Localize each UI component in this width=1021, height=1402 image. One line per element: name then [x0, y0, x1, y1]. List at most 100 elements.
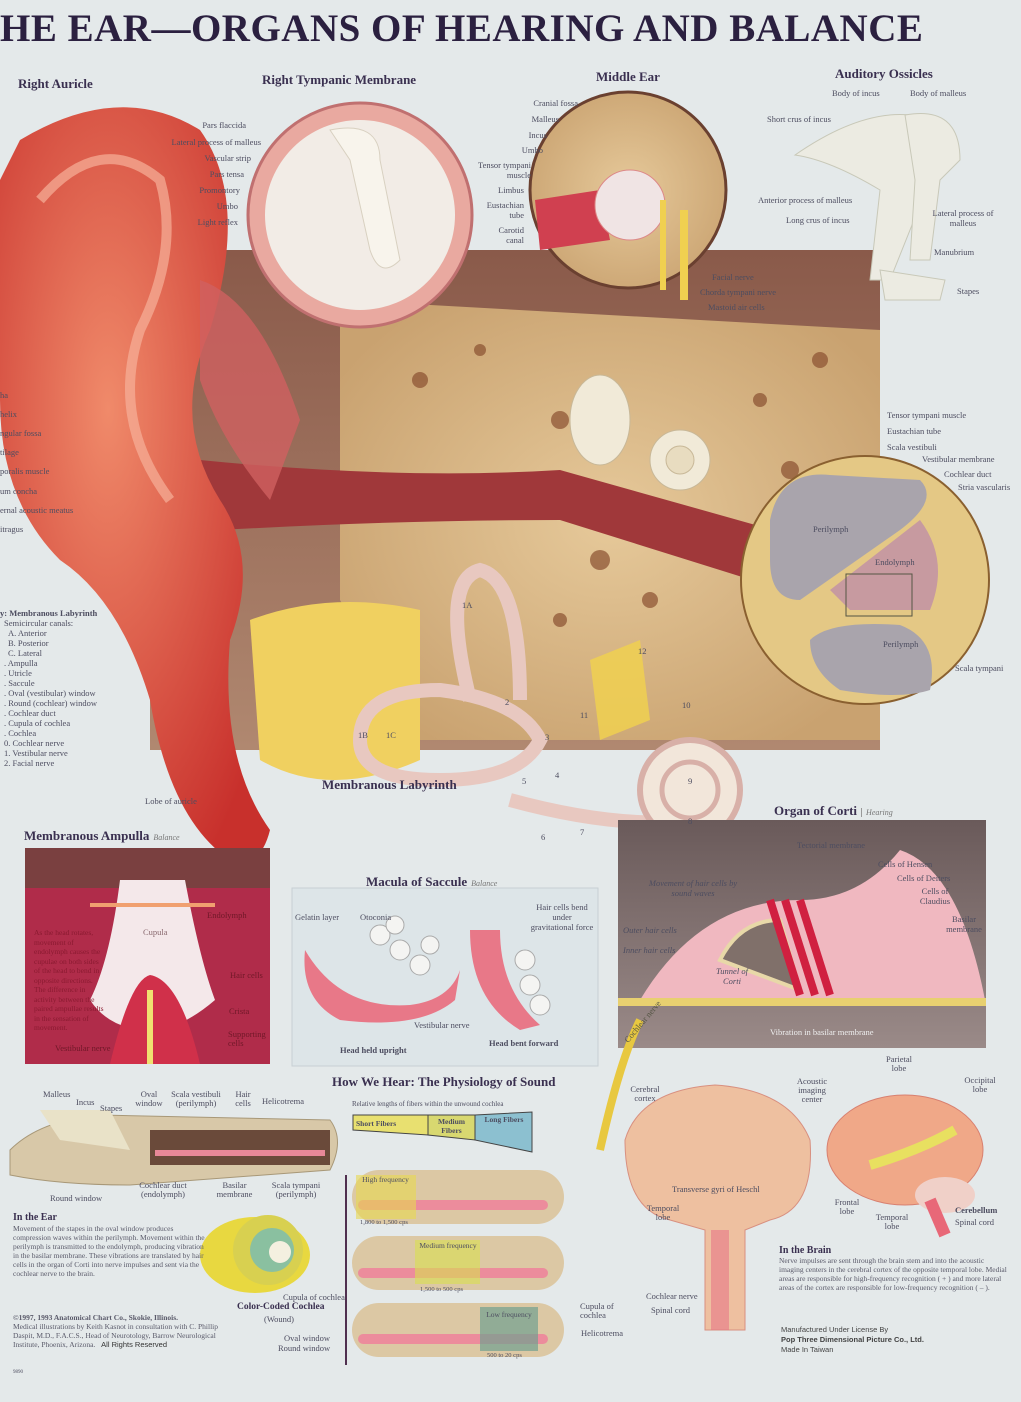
macula-title-text: Macula of Saccule: [366, 874, 468, 889]
corti-label: Basilar membrane: [946, 914, 982, 934]
brain-label: Parietal lobe: [886, 1054, 912, 1073]
ossicles-drawing: [793, 113, 961, 301]
ampulla-label: Cupula: [143, 927, 168, 937]
in-ear-text: Movement of the stapes in the oval windo…: [13, 1224, 205, 1278]
corti-label: Inner hair cells: [623, 945, 676, 955]
brain-text: Nerve impulses are sent through the brai…: [779, 1256, 1007, 1292]
key-item: . Round (cochlear) window: [4, 698, 98, 708]
corti-label: Vibration in basilar membrane: [770, 1027, 874, 1037]
fiber-long-label: Long Fibers: [484, 1115, 524, 1124]
ossicle-label: Body of malleus: [910, 88, 967, 98]
fiber-short-label: Short Fibers: [356, 1119, 397, 1128]
auricle-label: ngular fossa: [0, 428, 42, 438]
copyright-block: ©1997, 1993 Anatomical Chart Co., Skokie…: [13, 1313, 218, 1349]
maker-line: Pop Three Dimensional Picture Co., Ltd.: [781, 1335, 924, 1344]
in-ear-label: Hair cells: [235, 1089, 251, 1108]
labyrinth-number: 3: [545, 732, 550, 742]
ampulla-tag: Balance: [153, 833, 180, 842]
in-ear-label: Malleus: [43, 1089, 71, 1099]
key-item: Semicircular canals:: [4, 618, 74, 628]
macula-caption: Head held upright: [340, 1045, 407, 1055]
corti-label: Outer hair cells: [623, 925, 677, 935]
tympanic-label: Pars tensa: [209, 169, 244, 179]
cochlea-label: Stria vascularis: [958, 482, 1011, 492]
middle-ear-label: Incus: [528, 130, 547, 140]
labyrinth-number: 1B: [358, 730, 368, 740]
labyrinth-number: 9: [688, 776, 693, 786]
macula-caption: Head bent forward: [489, 1038, 559, 1048]
color-cochlea-sub: (Wound): [264, 1314, 295, 1324]
key-item: . Utricle: [4, 668, 32, 678]
ossicle-label: Long crus of incus: [786, 215, 850, 225]
brain-label: Transverse gyri of Heschl: [672, 1184, 760, 1194]
middle-ear-label: Tensor tympani muscle: [478, 160, 531, 180]
in-ear-label: Cochlear duct (endolymph): [139, 1180, 187, 1199]
cochlea-label: Scala tympani: [955, 663, 1004, 673]
corti-title-text: Organ of Corti: [774, 803, 858, 818]
corti-label: Cells of Deiters: [897, 873, 951, 883]
ossicle-label: Manubrium: [934, 247, 975, 257]
ampulla-text: As the head rotates, movement of endolym…: [34, 928, 104, 1032]
in-ear-label: Incus: [76, 1097, 95, 1107]
labyrinth-number: 1A: [462, 600, 473, 610]
auricle-label: helix: [0, 409, 17, 419]
corti-label: Tectorial membrane: [797, 840, 866, 850]
cochlea-label: Cochlear duct: [944, 469, 992, 479]
macula-tag: Balance: [471, 879, 498, 888]
cochlea-label: Tensor tympani muscle: [887, 410, 967, 420]
labyrinth-number: 10: [682, 700, 691, 710]
brain-label: Frontal lobe: [834, 1197, 860, 1216]
macula-label: Otoconia: [360, 912, 392, 922]
labyrinth-number: 5: [522, 776, 527, 786]
tympanic-title: Right Tympanic Membrane: [262, 72, 417, 87]
coronal-brain: [624, 1084, 811, 1331]
auricle-label: ha: [0, 390, 9, 400]
brain-label: Cerebellum: [955, 1205, 998, 1215]
labyrinth-number: 7: [580, 827, 585, 837]
brain-label: Spinal cord: [651, 1305, 690, 1315]
in-ear-label: Round window: [50, 1193, 103, 1203]
ossicle-label: Anterior process of malleus: [758, 195, 853, 205]
key-item: . Cupula of cochlea: [4, 718, 71, 728]
middle-ear-label: Umbo: [521, 145, 543, 155]
tympanic-label: Light reflex: [197, 217, 238, 227]
brain-title: In the Brain: [779, 1245, 832, 1256]
endolymph-label: Endolymph: [875, 557, 915, 567]
band-range: 500 to 20 cps: [487, 1352, 522, 1359]
auricle-label: poralis muscle: [0, 466, 50, 476]
corti-label: Tunnel of Corti: [716, 966, 748, 986]
labyrinth-number: 6: [541, 832, 546, 842]
ossicle-label: Short crus of incus: [767, 114, 831, 124]
brain-label: Spinal cord: [955, 1217, 994, 1227]
in-ear-label: Scala tympani (perilymph): [271, 1180, 321, 1199]
band-range: 1,800 to 1,500 cps: [360, 1219, 408, 1226]
band-range: 1,500 to 500 cps: [420, 1286, 463, 1293]
ampulla-label: Vestibular nerve: [55, 1043, 111, 1053]
ampulla-label: Hair cells: [230, 970, 263, 980]
fat-tissue: [250, 602, 420, 780]
middle-ear-label: Eustachian tube: [486, 200, 524, 220]
ampulla-label: Supporting cells: [228, 1029, 266, 1048]
labyrinth-number: 1C: [386, 730, 396, 740]
how-we-hear-label: Helicotrema: [581, 1328, 624, 1338]
brain-label: Cerebral cortex: [630, 1084, 660, 1103]
macula-label: Vestibular nerve: [414, 1020, 470, 1030]
copyright-text: Medical illustrations by Keith Kasnot in…: [13, 1322, 218, 1349]
labyrinth-key: y: Membranous Labyrinth Semicircular can…: [0, 608, 97, 768]
maker-line: Manufactured Under License By: [781, 1325, 889, 1334]
in-ear-label: Oval window: [135, 1089, 163, 1108]
auricle-lobe-label: Lobe of auricle: [145, 796, 197, 806]
in-ear-label: Basilar membrane: [216, 1180, 253, 1199]
perilymph-label: Perilymph: [883, 639, 919, 649]
ampulla-label: Crista: [229, 1006, 250, 1016]
ear-canal: [200, 460, 880, 620]
maker-line: Made In Taiwan: [781, 1345, 834, 1354]
band-name: Medium frequency: [419, 1241, 477, 1250]
auricle-title: Right Auricle: [18, 76, 93, 91]
band-name: High frequency: [362, 1175, 409, 1184]
ampulla-label: Endolymph: [207, 910, 247, 920]
macula-label: Hair cells bend under gravitational forc…: [530, 902, 594, 932]
